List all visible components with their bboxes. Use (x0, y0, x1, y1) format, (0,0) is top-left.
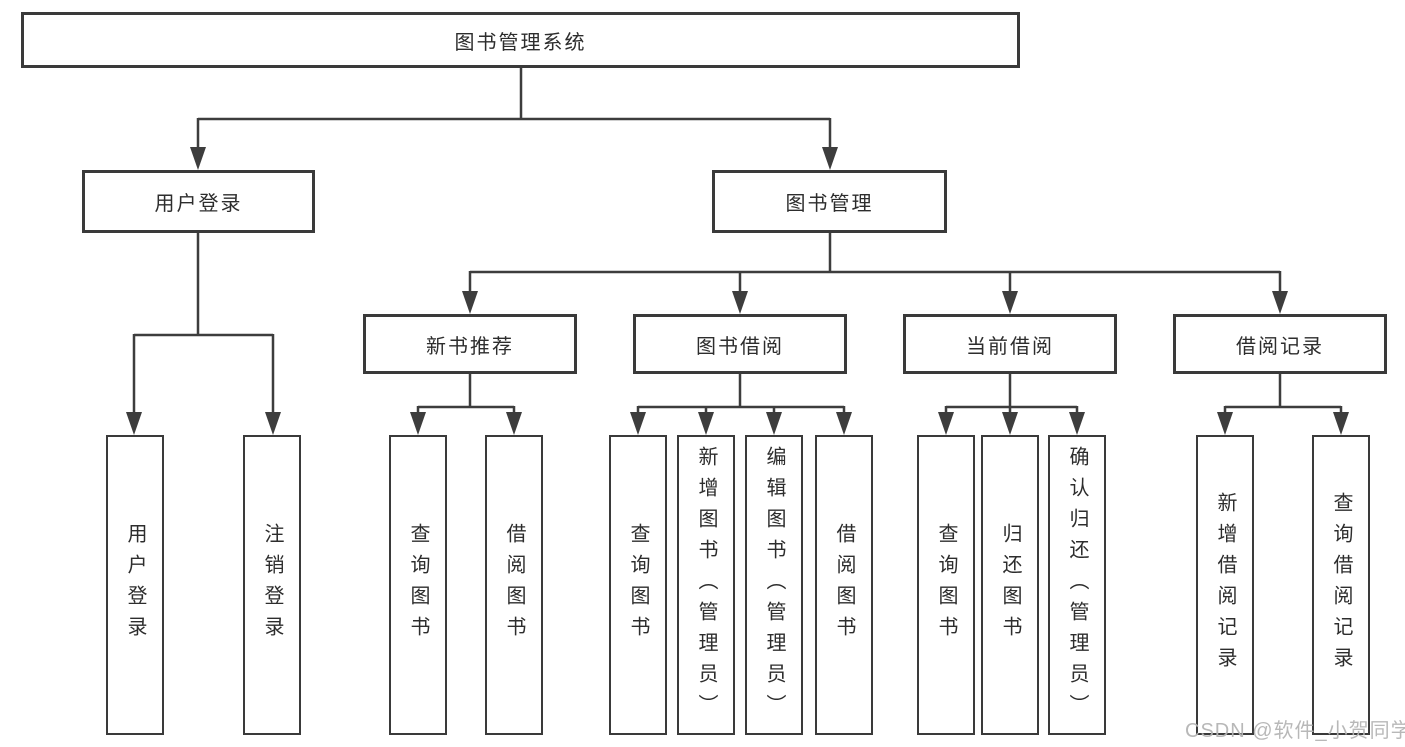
node-label: 新书推荐 (426, 335, 514, 358)
node-label: 用户登录 (154, 193, 243, 215)
leaf-current-confirm-return-admin: 确认归还（管理员） (1048, 435, 1106, 735)
node-new-book-recommend: 新书推荐 (363, 314, 577, 374)
node-library-management-system: 图书管理系统 (21, 12, 1020, 68)
node-label: 查询图书 (407, 523, 429, 647)
node-label: 借阅图书 (503, 523, 525, 647)
leaf-recommend-borrow-books: 借阅图书 (485, 435, 543, 735)
leaf-records-add-record: 新增借阅记录 (1196, 435, 1254, 735)
node-label: 图书管理系统 (454, 31, 587, 54)
node-book-borrow: 图书借阅 (633, 314, 847, 374)
node-book-management: 图书管理 (712, 170, 947, 233)
csdn-watermark: CSDN @软件_小贺同学 (1185, 720, 1405, 742)
node-label: 借阅图书 (833, 523, 855, 647)
leaf-user-login: 用户登录 (106, 435, 164, 735)
node-current-borrow: 当前借阅 (903, 314, 1117, 374)
node-borrow-records: 借阅记录 (1173, 314, 1387, 374)
leaf-recommend-query-books: 查询图书 (389, 435, 447, 735)
arrowheads (126, 147, 1349, 435)
leaf-records-query-record: 查询借阅记录 (1312, 435, 1370, 735)
leaf-borrow-query-books: 查询图书 (609, 435, 667, 735)
node-label: 查询图书 (935, 523, 957, 647)
node-label: 归还图书 (999, 523, 1021, 647)
leaf-borrow-edit-books-admin: 编辑图书（管理员） (745, 435, 803, 735)
node-label: 查询图书 (627, 523, 649, 647)
node-label: 新增借阅记录 (1214, 492, 1236, 678)
node-label: 图书借阅 (696, 335, 784, 358)
leaf-current-return-books: 归还图书 (981, 435, 1039, 735)
leaf-borrow-add-books-admin: 新增图书（管理员） (677, 435, 735, 735)
node-label: 图书管理 (785, 193, 874, 215)
node-label: 新增图书（管理员） (695, 445, 717, 725)
node-label: 编辑图书（管理员） (763, 445, 785, 725)
node-label: 借阅记录 (1236, 335, 1324, 358)
leaf-logout: 注销登录 (243, 435, 301, 735)
node-label: 用户登录 (124, 523, 146, 647)
node-label: 当前借阅 (966, 335, 1054, 358)
node-label: 查询借阅记录 (1330, 492, 1352, 678)
leaf-current-query-books: 查询图书 (917, 435, 975, 735)
node-label: 注销登录 (261, 523, 283, 647)
leaf-borrow-borrow-books: 借阅图书 (815, 435, 873, 735)
node-user-login: 用户登录 (82, 170, 315, 233)
node-label: 确认归还（管理员） (1066, 445, 1088, 725)
